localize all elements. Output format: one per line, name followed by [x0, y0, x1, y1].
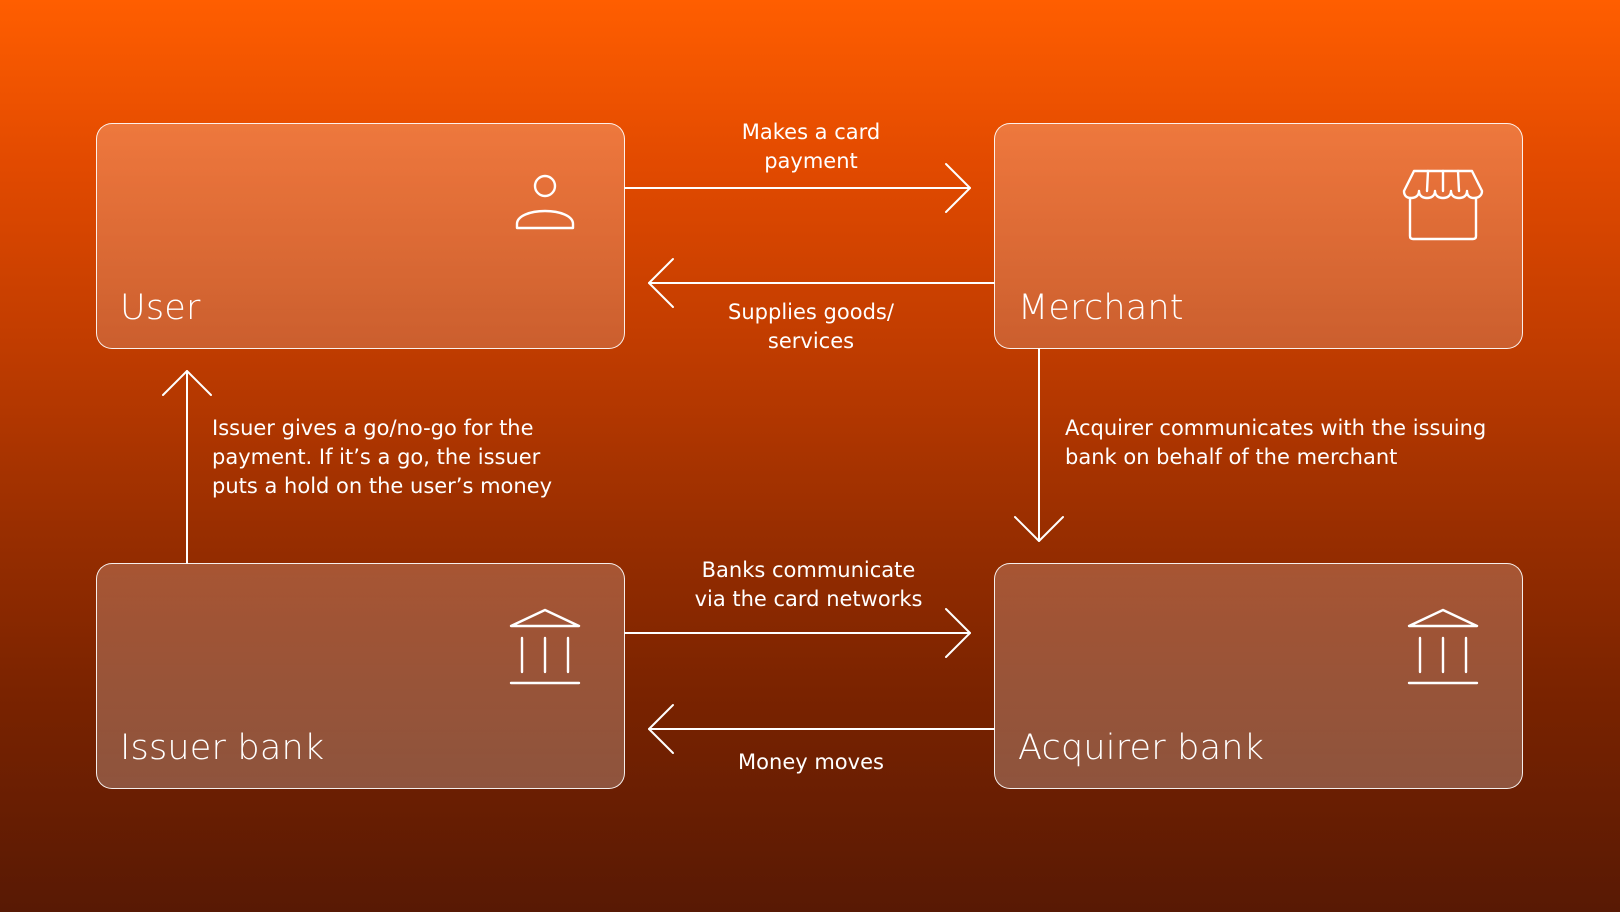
arrow-issuer-to-user: [162, 370, 212, 564]
edge-label-line: Supplies goods/: [728, 300, 894, 324]
edge-label-line: Makes a card: [741, 120, 881, 144]
note-line: puts a hold on the user’s money: [212, 474, 553, 498]
note-line: payment. If it’s a go, the issuer: [212, 445, 541, 469]
arrow-merchant-to-user: [648, 258, 995, 308]
arrow-acquirer-to-issuer: [648, 704, 995, 754]
note-merchant-to-acquirer: Acquirer communicates with the issuing b…: [1065, 414, 1486, 472]
edge-label-issuer-to-acquirer: Banks communicate via the card networks: [661, 556, 956, 614]
node-label-acquirer-bank: Acquirer bank: [1018, 728, 1265, 768]
note-line: Acquirer communicates with the issuing: [1065, 416, 1487, 440]
person-icon: [515, 174, 575, 230]
edge-label-line: payment: [764, 149, 858, 173]
arrow-issuer-to-acquirer: [624, 608, 971, 658]
node-label-issuer-bank: Issuer bank: [120, 728, 325, 768]
edge-label-user-to-merchant: Makes a card payment: [711, 118, 911, 176]
node-issuer-bank: Issuer bank: [96, 563, 625, 789]
note-issuer-to-user: Issuer gives a go/no-go for the payment.…: [212, 414, 552, 501]
bank-icon: [509, 608, 581, 685]
edge-label-line: via the card networks: [694, 587, 923, 611]
arrow-merchant-to-acquirer: [1014, 348, 1064, 542]
node-label-user: User: [120, 288, 201, 328]
edge-label-acquirer-to-issuer: Money moves: [711, 748, 911, 777]
edge-label-merchant-to-user: Supplies goods/ services: [681, 298, 941, 356]
bank-icon: [1407, 608, 1479, 685]
storefront-icon: [1402, 169, 1484, 241]
edge-label-line: Money moves: [738, 750, 884, 774]
note-line: bank on behalf of the merchant: [1065, 445, 1398, 469]
node-label-merchant: Merchant: [1018, 288, 1184, 328]
edge-label-line: services: [767, 329, 855, 353]
node-acquirer-bank: Acquirer bank: [994, 563, 1523, 789]
node-user: User: [96, 123, 625, 349]
note-line: Issuer gives a go/no-go for the: [212, 416, 534, 440]
arrow-user-to-merchant: [624, 163, 971, 213]
edge-label-line: Banks communicate: [701, 558, 916, 582]
node-merchant: Merchant: [994, 123, 1523, 349]
